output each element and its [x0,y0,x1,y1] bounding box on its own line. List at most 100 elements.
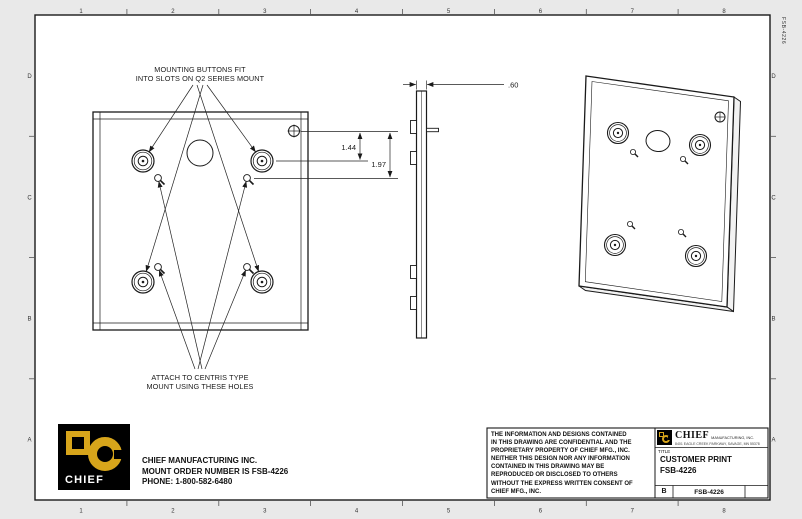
leader-line [145,84,204,272]
screw-hole [287,124,301,138]
zone-col-label: 1 [79,9,83,15]
side-button-bump [410,265,417,279]
zone-col-label: 2 [171,509,175,515]
button-center [141,280,145,284]
note-bottom-line1: ATTACH TO CENTRIS TYPE [151,373,248,382]
chief-logo-small [657,430,672,445]
button-ring [606,236,624,254]
zone-ticks [29,9,776,506]
keyhole-stem [631,225,636,230]
button-ring [133,151,153,171]
zone-row-label: B [27,317,31,323]
keyhole-stem [248,268,255,275]
button-ring [133,272,153,292]
keyhole-stem [684,160,689,165]
title-block-grid [486,427,769,499]
leader-lines-top [145,84,260,272]
leader-line [204,269,247,370]
zone-col-label: 7 [631,509,635,515]
zone-col-label: 3 [263,9,267,15]
leader-line [197,180,248,370]
mounting-button [131,149,155,173]
footer-line-company: CHIEF MANUFACTURING INC. [142,456,258,465]
brand-suffix: MANUFACTURING, INC. [711,436,754,440]
logo-gold-square-icon [66,431,90,455]
logo-wordmark: CHIEF [65,474,104,486]
note-top-line1: MOUNTING BUTTONS FIT [154,65,246,74]
leader-line [196,84,260,272]
zone-col-label: 1 [79,509,83,515]
keyhole-stem [248,179,255,186]
zone-col-label: 3 [263,509,267,515]
keyhole-circle [630,148,637,155]
button-ring [250,149,274,173]
keyhole-stem [682,233,687,238]
note-bottom-line2: MOUNT USING THESE HOLES [146,382,253,391]
logo-notch [668,436,671,440]
mounting-button-iso [688,133,712,157]
leader-lines-bottom [157,180,248,370]
mounting-button-iso [606,121,630,145]
leader-line [206,84,256,153]
side-view [410,90,439,339]
button-center [260,159,264,163]
keyhole-slot-iso [627,148,689,238]
button-ring [252,272,272,292]
button-ring [609,239,621,251]
title-block-border [486,427,769,499]
chief-logo-large: CHIEF [58,424,130,490]
button-ring [612,127,624,139]
leader-line [158,269,196,370]
button-center [260,280,264,284]
front-view [92,111,309,331]
button-ring [250,270,274,294]
button-ring [684,244,708,268]
keyhole-stem [634,153,639,158]
brand-text: CHIEF MANUFACTURING, INC. 8401 EAGLE CRE… [675,430,760,446]
button-ring [131,270,155,294]
note-top-line2: INTO SLOTS ON Q2 SERIES MOUNT [136,74,265,83]
side-button-bump [410,120,417,134]
button-ring [609,124,627,142]
zone-row-label: C [771,196,776,202]
zone-col-label: 6 [539,509,543,515]
brand-word: CHIEF [675,430,710,441]
zone-col-label: 5 [447,509,451,515]
mounting-button [250,270,274,294]
button-ring [252,151,272,171]
zone-col-label: 2 [171,9,175,15]
button-ring [694,139,706,151]
zone-row-label: B [771,317,775,323]
keyhole-circle [243,263,251,271]
zone-row-label: D [27,74,32,80]
dim-thickness: .60 [508,81,518,90]
drawing-number: FSB-4226 [694,488,724,496]
side-button-bump [410,296,417,310]
button-center [694,254,698,258]
title-label: TITLE [658,449,671,454]
zone-col-label: 4 [355,9,359,15]
footer-line-order: MOUNT ORDER NUMBER IS FSB-4226 [142,466,289,476]
footer-line-phone: PHONE: 1-800-582-6480 [142,477,233,486]
button-ring [691,136,709,154]
zone-col-label: 6 [539,9,543,15]
confidentiality-notice: THE INFORMATION AND DESIGNS CONTAINED IN… [491,432,633,495]
mounting-button [131,270,155,294]
button-ring [603,233,627,257]
mounting-button [250,149,274,173]
button-center [141,159,145,163]
dim-1-44: 1.44 [341,143,356,152]
iso-view [578,75,742,313]
zone-col-label: 5 [447,9,451,15]
mounting-button-iso [684,244,708,268]
dim-1-97: 1.97 [371,160,386,169]
drawing-title-line1: CUSTOMER PRINT [660,455,732,464]
mounting-button-iso [603,233,627,257]
brand-address: 8401 EAGLE CREEK PARKWAY, SAVAGE, MN 553… [675,442,760,446]
zone-row-label: A [771,438,775,444]
button-center [616,131,620,135]
keyhole-circle [680,155,687,162]
zone-col-label: 8 [722,9,726,15]
zone-row-label: A [27,438,31,444]
